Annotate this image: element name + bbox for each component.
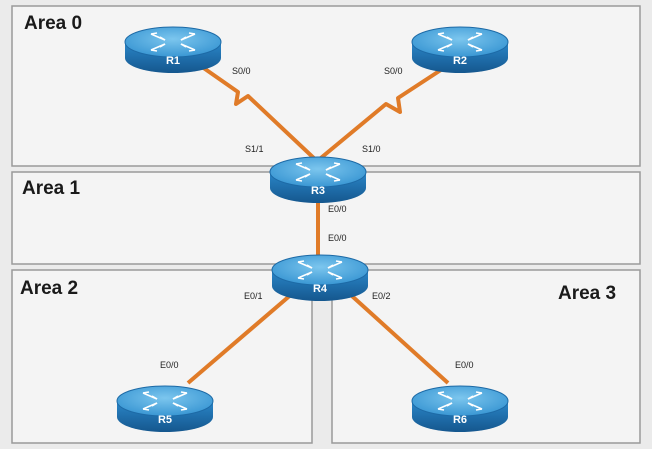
r1-s00-label: S0/0 [232,66,251,76]
router-label: R5 [158,414,172,426]
r4-e02-label: E0/2 [372,291,391,301]
area-0-box [11,5,641,167]
router-r2[interactable]: R2 [411,26,509,73]
link-r4-r6-ethernet [340,285,450,385]
link-r1-r3-serial [193,60,320,164]
router-label: R2 [453,55,467,67]
router-r5[interactable]: R5 [116,385,214,432]
r2-s00-label: S0/0 [384,66,403,76]
r3-e00-label: E0/0 [328,204,347,214]
area-0-label: Area 0 [24,13,82,34]
router-label: R6 [453,414,467,426]
router-r3[interactable]: R3 [269,156,367,203]
r3-s10-label: S1/0 [362,144,381,154]
area-2-label: Area 2 [20,278,78,299]
router-arrows-icon [295,162,341,182]
router-arrows-icon [437,391,483,411]
router-label: R4 [313,283,328,295]
link-r4-r5-ethernet [186,285,302,385]
r4-e00-label: E0/0 [328,233,347,243]
router-arrows-icon [297,260,343,280]
router-arrows-icon [150,32,196,52]
r3-s11-label: S1/1 [245,144,264,154]
router-r4[interactable]: R4 [271,254,369,301]
router-arrows-icon [142,391,188,411]
r6-e00-label: E0/0 [455,360,474,370]
area-1-label: Area 1 [22,178,81,199]
router-r6[interactable]: R6 [411,385,509,432]
router-r1[interactable]: R1 [124,26,222,73]
area-3-box [331,269,641,444]
router-top [411,26,509,58]
router-top [269,156,367,188]
router-label: R1 [166,55,180,67]
r5-e00-label: E0/0 [160,360,179,370]
router-label: R3 [311,185,325,197]
r4-e01-label: E0/1 [244,291,263,301]
router-top [116,385,214,417]
area-3-label: Area 3 [558,283,616,304]
router-arrows-icon [437,32,483,52]
router-top [271,254,369,286]
router-top [411,385,509,417]
router-top [124,26,222,58]
link-r2-r3-serial [314,62,452,164]
